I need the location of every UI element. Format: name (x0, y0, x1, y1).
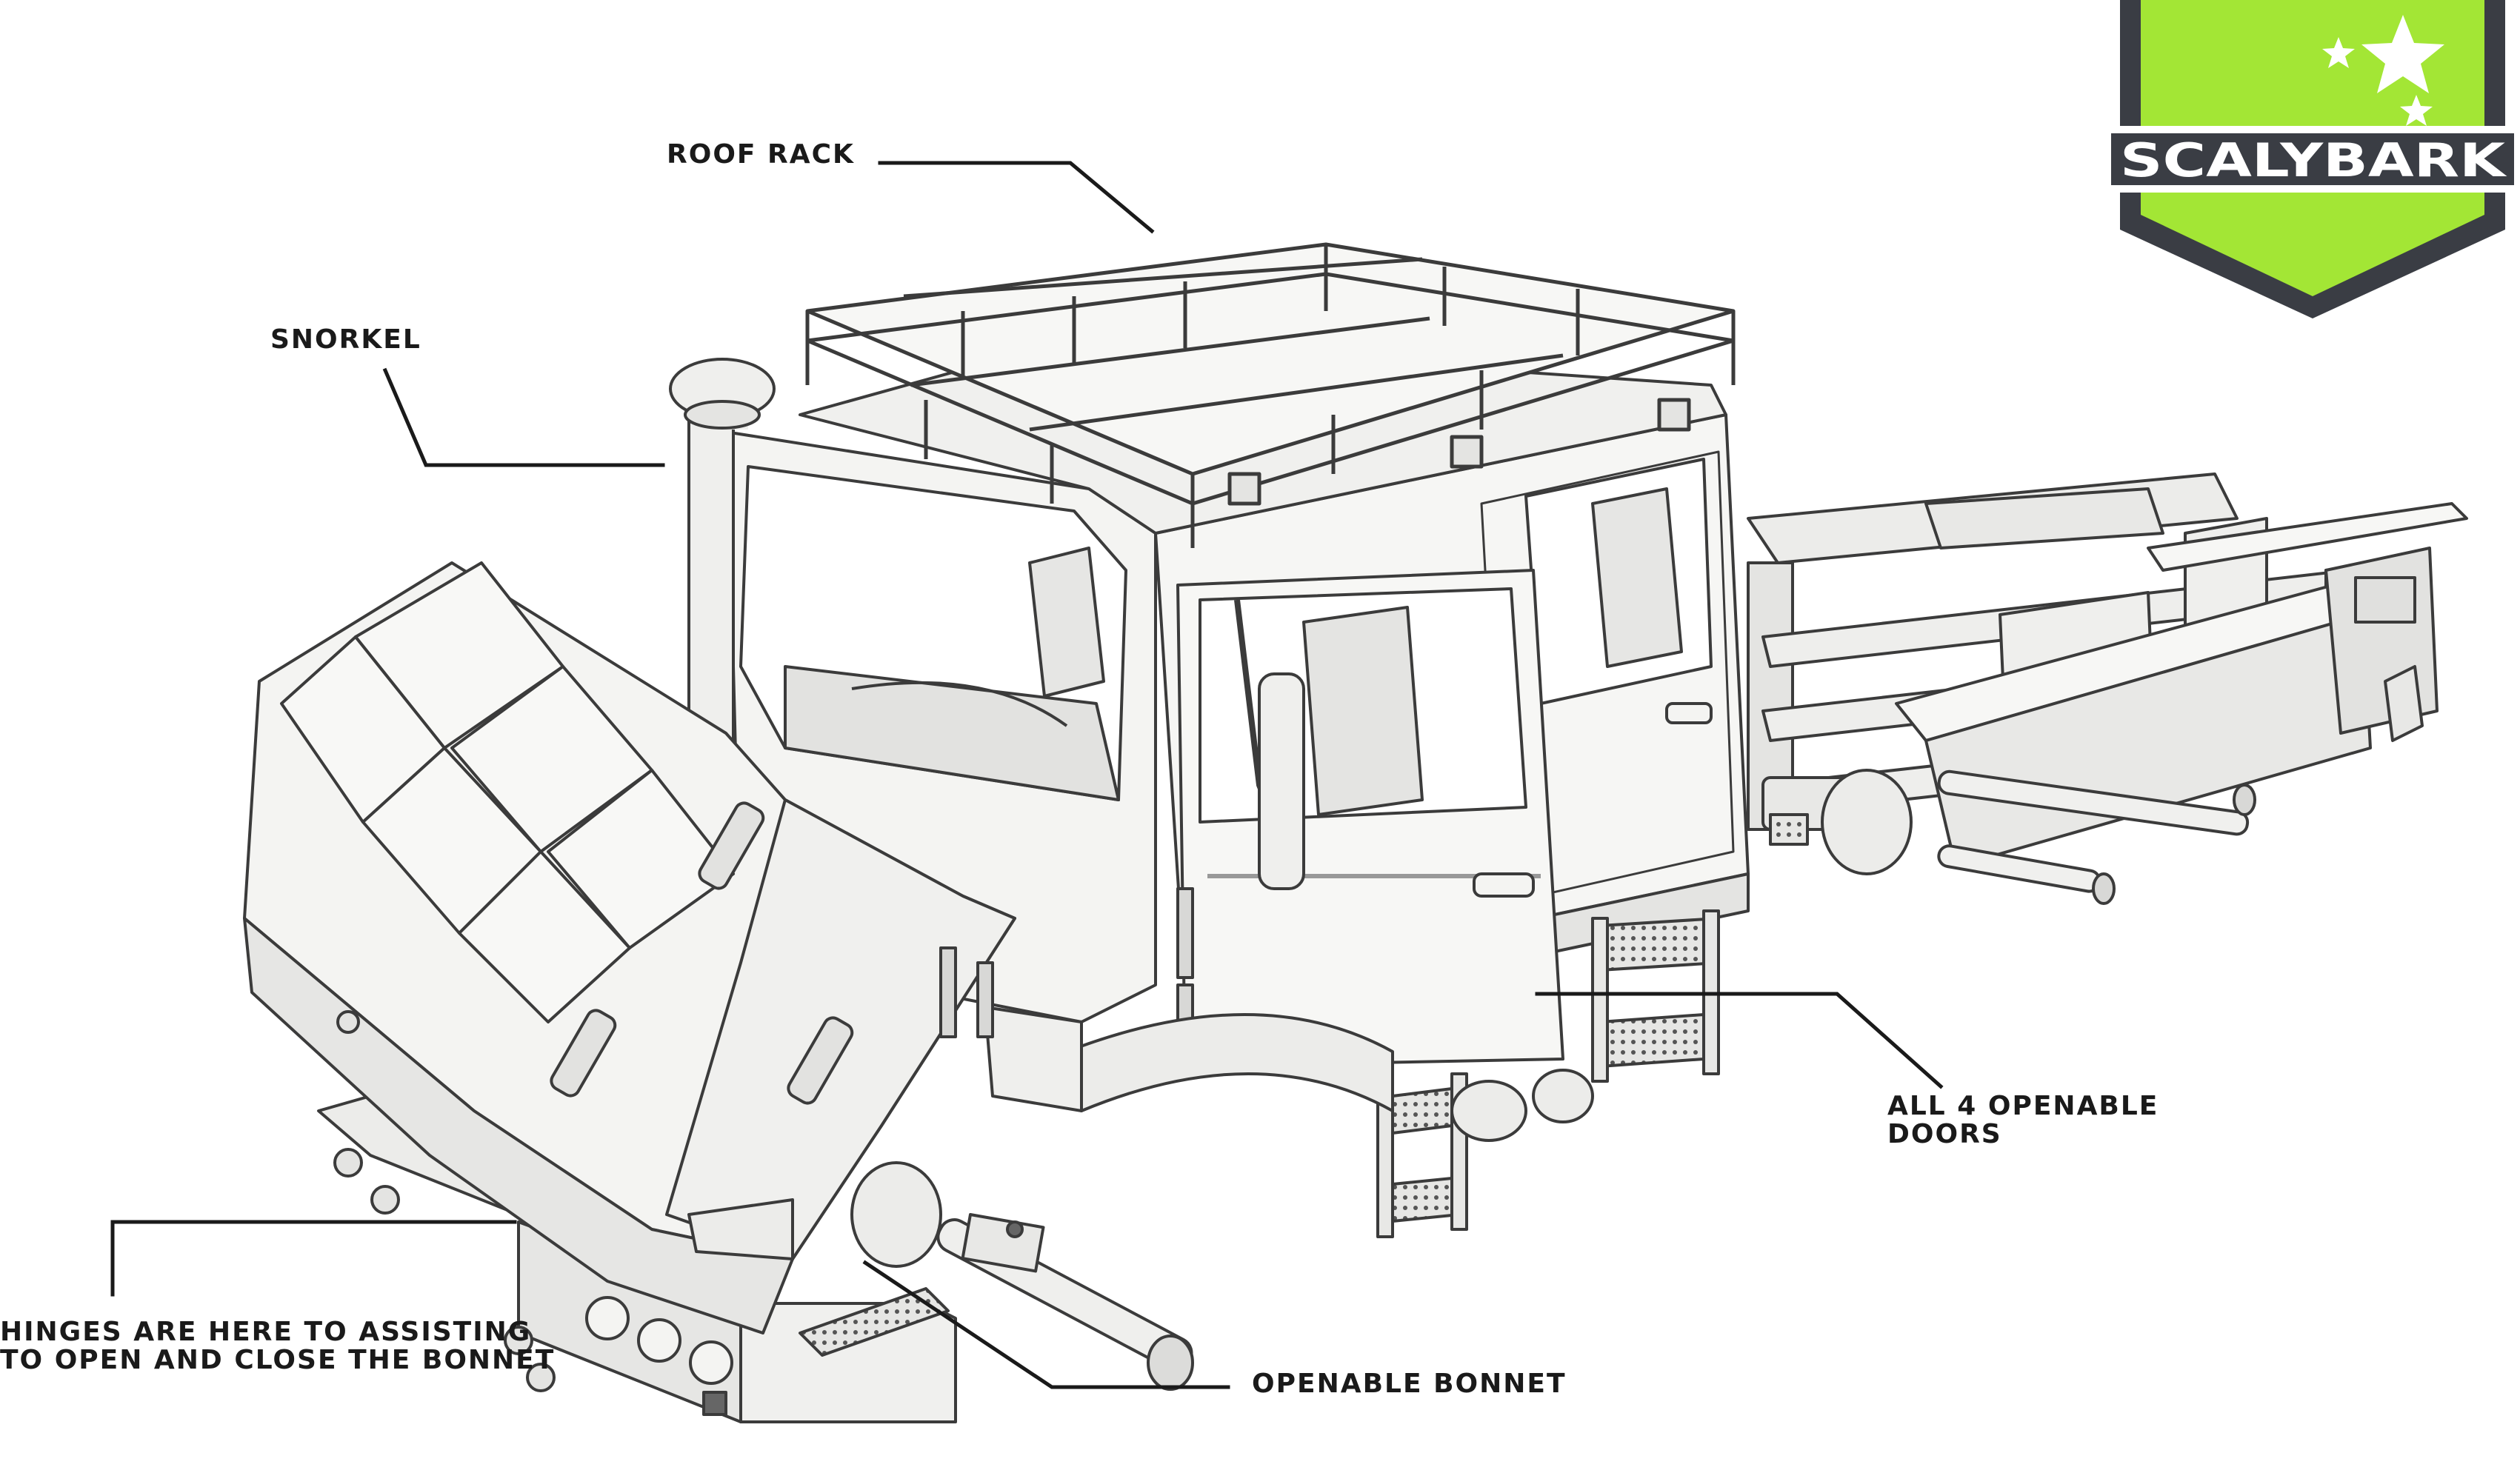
hinges-label: HINGES ARE HERE TO ASSISTING TO OPEN AND… (0, 1318, 555, 1375)
front-door (1176, 569, 1564, 1068)
doors-label: ALL 4 OPENABLE DOORS (1887, 1092, 2159, 1149)
hinges-label-line1: HINGES ARE HERE TO ASSISTING (0, 1317, 532, 1347)
roof-rack-label: ROOF RACK (667, 139, 855, 170)
cab-steps (1376, 909, 1720, 1238)
hinges-label-line2: TO OPEN AND CLOSE THE BONNET (0, 1345, 556, 1375)
logo-wordmark: SCALYBARK (2120, 133, 2507, 187)
scalybark-logo: SCALYBARK (2111, 0, 2514, 318)
snorkel-label: SNORKEL (270, 324, 421, 355)
bonnet-label: OPENABLE BONNET (1252, 1369, 1567, 1399)
front-axle (850, 1161, 1194, 1391)
roof-rack-leader (878, 161, 1155, 234)
chassis-frame (1747, 472, 2468, 905)
hinges-leader (110, 1220, 517, 1297)
snorkel-leader (382, 367, 665, 467)
doors-label-line2: DOORS (1887, 1119, 2002, 1149)
logo-band (2111, 133, 2514, 185)
doors-label-line1: ALL 4 OPENABLE (1887, 1091, 2159, 1121)
star-small-icon (2322, 37, 2355, 68)
bonnet (243, 561, 1016, 1335)
doors-leader (1535, 992, 1944, 1089)
roof-rack (805, 242, 1736, 548)
star-small-icon (2400, 95, 2433, 126)
star-large-icon (2361, 15, 2444, 93)
bonnet-leader (862, 1260, 1230, 1389)
wheel-arch (984, 1006, 1394, 1112)
